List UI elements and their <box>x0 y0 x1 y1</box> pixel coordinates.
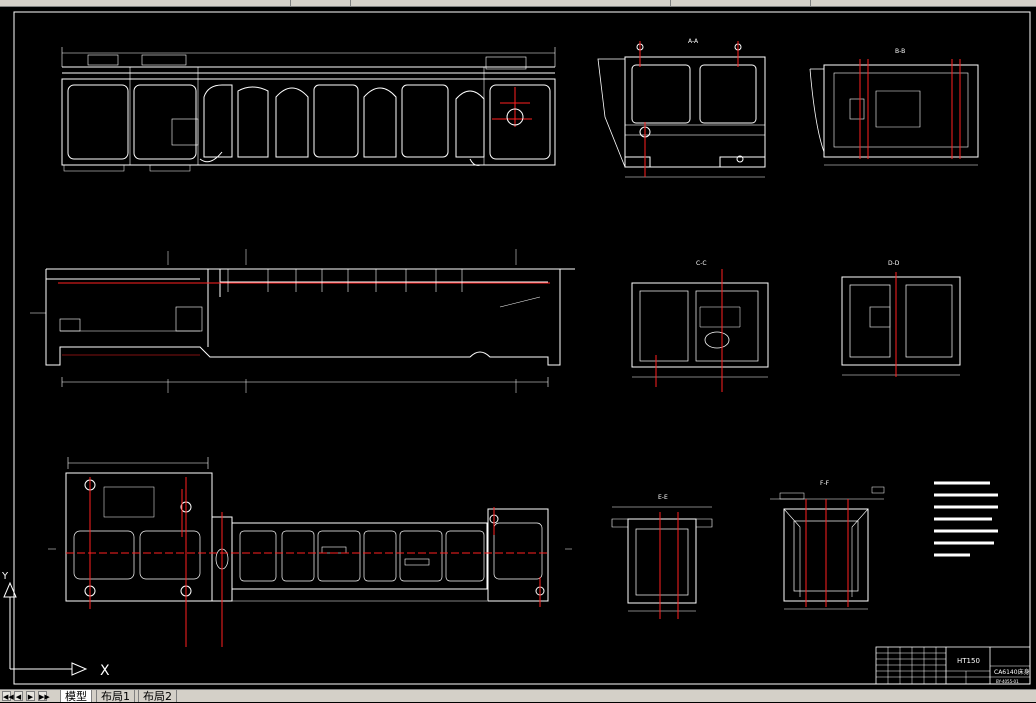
title-drawing-number: BY-4055-01 <box>996 679 1019 684</box>
section-ee-label: E-E <box>658 494 668 501</box>
nav-last-button[interactable]: ▶▶ <box>38 691 50 701</box>
side-view[interactable] <box>30 249 575 393</box>
toolbar-strip <box>0 0 1036 7</box>
section-dd-view[interactable] <box>841 276 961 376</box>
nav-first-button[interactable]: ◀◀ <box>2 691 14 701</box>
tab-model[interactable]: 模型 <box>60 690 92 703</box>
section-aa-label: A-A <box>688 38 699 45</box>
front-view[interactable] <box>61 47 556 172</box>
nav-next-button[interactable]: ▶ <box>26 691 35 701</box>
section-ff-view[interactable] <box>770 486 885 610</box>
toolbar-segment[interactable] <box>0 0 291 6</box>
toolbar-segment[interactable] <box>350 0 671 6</box>
section-ee-view[interactable] <box>611 506 713 612</box>
ucs-x-label: X <box>100 663 110 679</box>
title-drawing-name: CA6140床身 <box>994 668 1030 676</box>
section-dd-label: D-D <box>888 260 900 267</box>
section-aa-view[interactable] <box>597 43 766 178</box>
plan-view[interactable] <box>48 457 572 602</box>
technical-notes <box>934 481 998 557</box>
title-block <box>875 646 1031 685</box>
drawing-frame <box>13 11 1031 685</box>
drawing-canvas[interactable]: A-A B-B <box>0 7 1036 689</box>
ucs-y-label: Y <box>1 571 9 582</box>
ucs-icon <box>3 581 88 676</box>
section-bb-view[interactable] <box>809 64 979 166</box>
toolbar-segment[interactable] <box>670 0 811 6</box>
layout-tab-bar: ◀◀ ◀ ▶ ▶▶ 模型 布局1 布局2 <box>0 689 1036 703</box>
nav-prev-button[interactable]: ◀ <box>14 691 23 701</box>
section-cc-view[interactable] <box>631 282 769 378</box>
section-bb-label: B-B <box>895 48 905 55</box>
title-material: HT150 <box>957 657 980 665</box>
tab-layout1[interactable]: 布局1 <box>96 690 135 703</box>
toolbar-segment[interactable] <box>290 0 351 6</box>
section-ff-label: F-F <box>820 480 830 487</box>
tab-layout2[interactable]: 布局2 <box>138 690 177 703</box>
section-cc-label: C-C <box>696 260 707 267</box>
